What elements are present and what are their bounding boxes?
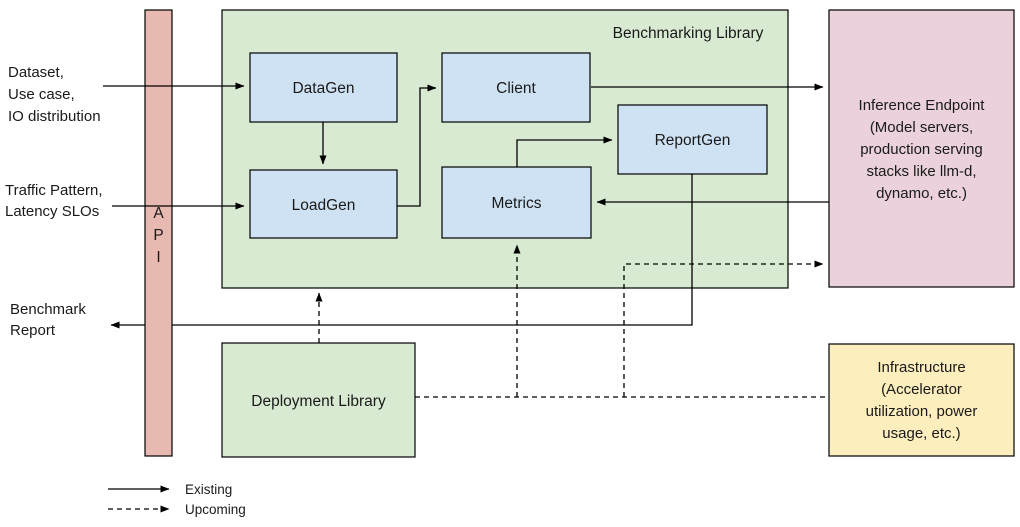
dataset-line-3: IO distribution [8,108,101,125]
deployment-library-label: Deployment Library [251,393,386,410]
metrics-label: Metrics [492,195,542,212]
datagen-box [249,52,398,123]
inference-endpoint-line-3: production serving [860,141,983,158]
api-label-letter-i: I [156,249,160,266]
api-bar [144,9,173,457]
legend-upcoming-label: Upcoming [185,502,246,517]
infrastructure-line-3: utilization, power [866,403,978,420]
traffic-line-2: Latency SLOs [5,203,99,220]
inference-endpoint-line-1: Inference Endpoint [859,97,986,114]
line-reportgen-to-report [172,174,693,326]
metrics-box [441,166,592,239]
infrastructure-line-4: usage, etc.) [882,425,960,442]
client-box [441,52,591,123]
benchmark-report-line-2: Report [10,322,56,339]
dashed-arrow-to-inference-endpoint [623,260,824,397]
traffic-line-1: Traffic Pattern, [5,182,103,199]
arrow-loadgen-to-client [397,84,437,207]
benchmark-report-output-label: Benchmark Report [10,301,86,339]
inference-endpoint-line-4: stacks like llm-d, [866,163,976,180]
deployment-library-box [221,342,416,458]
loadgen-label: LoadGen [292,197,356,214]
legend: Existing Upcoming [108,482,246,517]
reportgen-label: ReportGen [655,132,731,149]
traffic-input-label: Traffic Pattern, Latency SLOs [5,182,103,220]
legend-existing-label: Existing [185,482,232,497]
inference-endpoint-box [828,9,1015,288]
inference-endpoint-line-5: dynamo, etc.) [876,185,967,202]
dataset-line-1: Dataset, [8,64,64,81]
infrastructure-line-2: (Accelerator [881,381,962,398]
datagen-label: DataGen [292,80,354,97]
api-label-letter-a: A [153,205,164,222]
benchmark-report-line-1: Benchmark [10,301,86,318]
api-label-letter-p: P [153,227,163,244]
benchmarking-library-title: Benchmarking Library [613,25,764,42]
infrastructure-box [828,343,1015,457]
infrastructure-line-1: Infrastructure [877,359,965,376]
inference-endpoint-line-2: (Model servers, [870,119,973,136]
dataset-line-2: Use case, [8,86,75,103]
inference-endpoint-label: Inference Endpoint (Model servers, produ… [859,97,986,202]
dataset-input-label: Dataset, Use case, IO distribution [8,64,101,125]
reportgen-box [617,104,768,175]
infrastructure-label: Infrastructure (Accelerator utilization,… [866,359,978,442]
client-label: Client [496,80,536,97]
loadgen-box [249,169,398,239]
arrow-metrics-to-reportgen [516,136,613,167]
